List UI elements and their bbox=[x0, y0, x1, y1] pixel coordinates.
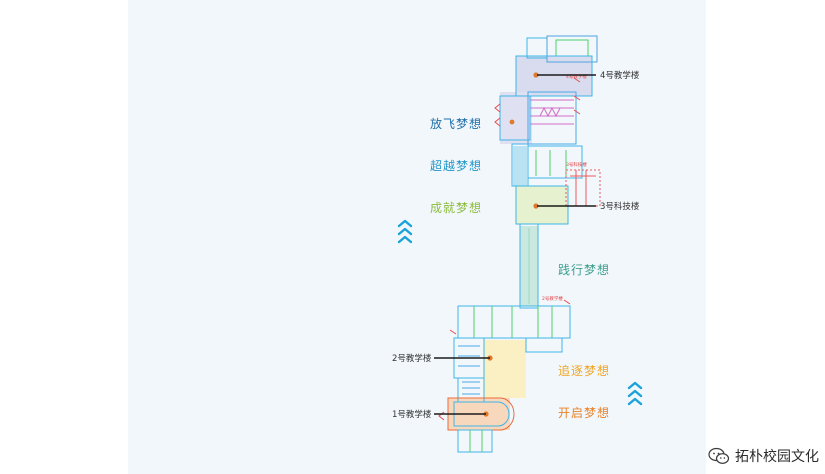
slogan-practice: 践行梦想 bbox=[558, 263, 611, 277]
floor-tag-4: 4号教学楼 bbox=[566, 73, 587, 80]
floor-tag-3: 3号科技楼 bbox=[566, 161, 587, 168]
watermark-text: 拓朴校园文化 bbox=[735, 449, 819, 465]
slogan-surpass: 超越梦想 bbox=[430, 159, 483, 173]
label-building-2: 2号教学楼 bbox=[392, 354, 432, 364]
building-1-walls bbox=[438, 377, 515, 453]
leader-lines bbox=[434, 74, 596, 415]
locator-dot-b4-west bbox=[509, 119, 515, 125]
zone-building-2 bbox=[484, 340, 526, 398]
slogan-open: 开启梦想 bbox=[558, 406, 611, 420]
locator-dot-b3 bbox=[533, 203, 539, 209]
chevron-up-icon-right bbox=[627, 381, 643, 406]
background-panel bbox=[128, 0, 706, 474]
zone-building-3 bbox=[516, 186, 568, 224]
watermark: 拓朴校园文化 bbox=[708, 446, 819, 466]
building-2-walls bbox=[449, 299, 571, 379]
label-building-1: 1号教学楼 bbox=[392, 410, 432, 420]
zone-surpass bbox=[513, 146, 527, 186]
zone-building-4 bbox=[516, 56, 592, 96]
locator-dot-b4 bbox=[533, 72, 539, 78]
label-building-3: 3号科技楼 bbox=[600, 202, 640, 212]
slogan-achieve: 成就梦想 bbox=[430, 201, 483, 215]
locator-dots bbox=[483, 72, 539, 417]
slogan-pursue: 追逐梦想 bbox=[558, 364, 611, 378]
slogan-fly: 放飞梦想 bbox=[430, 117, 483, 131]
wechat-icon bbox=[708, 447, 730, 464]
building-4-walls bbox=[494, 35, 598, 145]
label-building-4: 4号教学楼 bbox=[600, 71, 640, 81]
floor-tag-2: 2号教学楼 bbox=[542, 295, 563, 302]
zone-building-4-west bbox=[500, 92, 532, 144]
building-3-walls bbox=[511, 143, 601, 309]
chevron-up-icon-left bbox=[397, 219, 413, 244]
